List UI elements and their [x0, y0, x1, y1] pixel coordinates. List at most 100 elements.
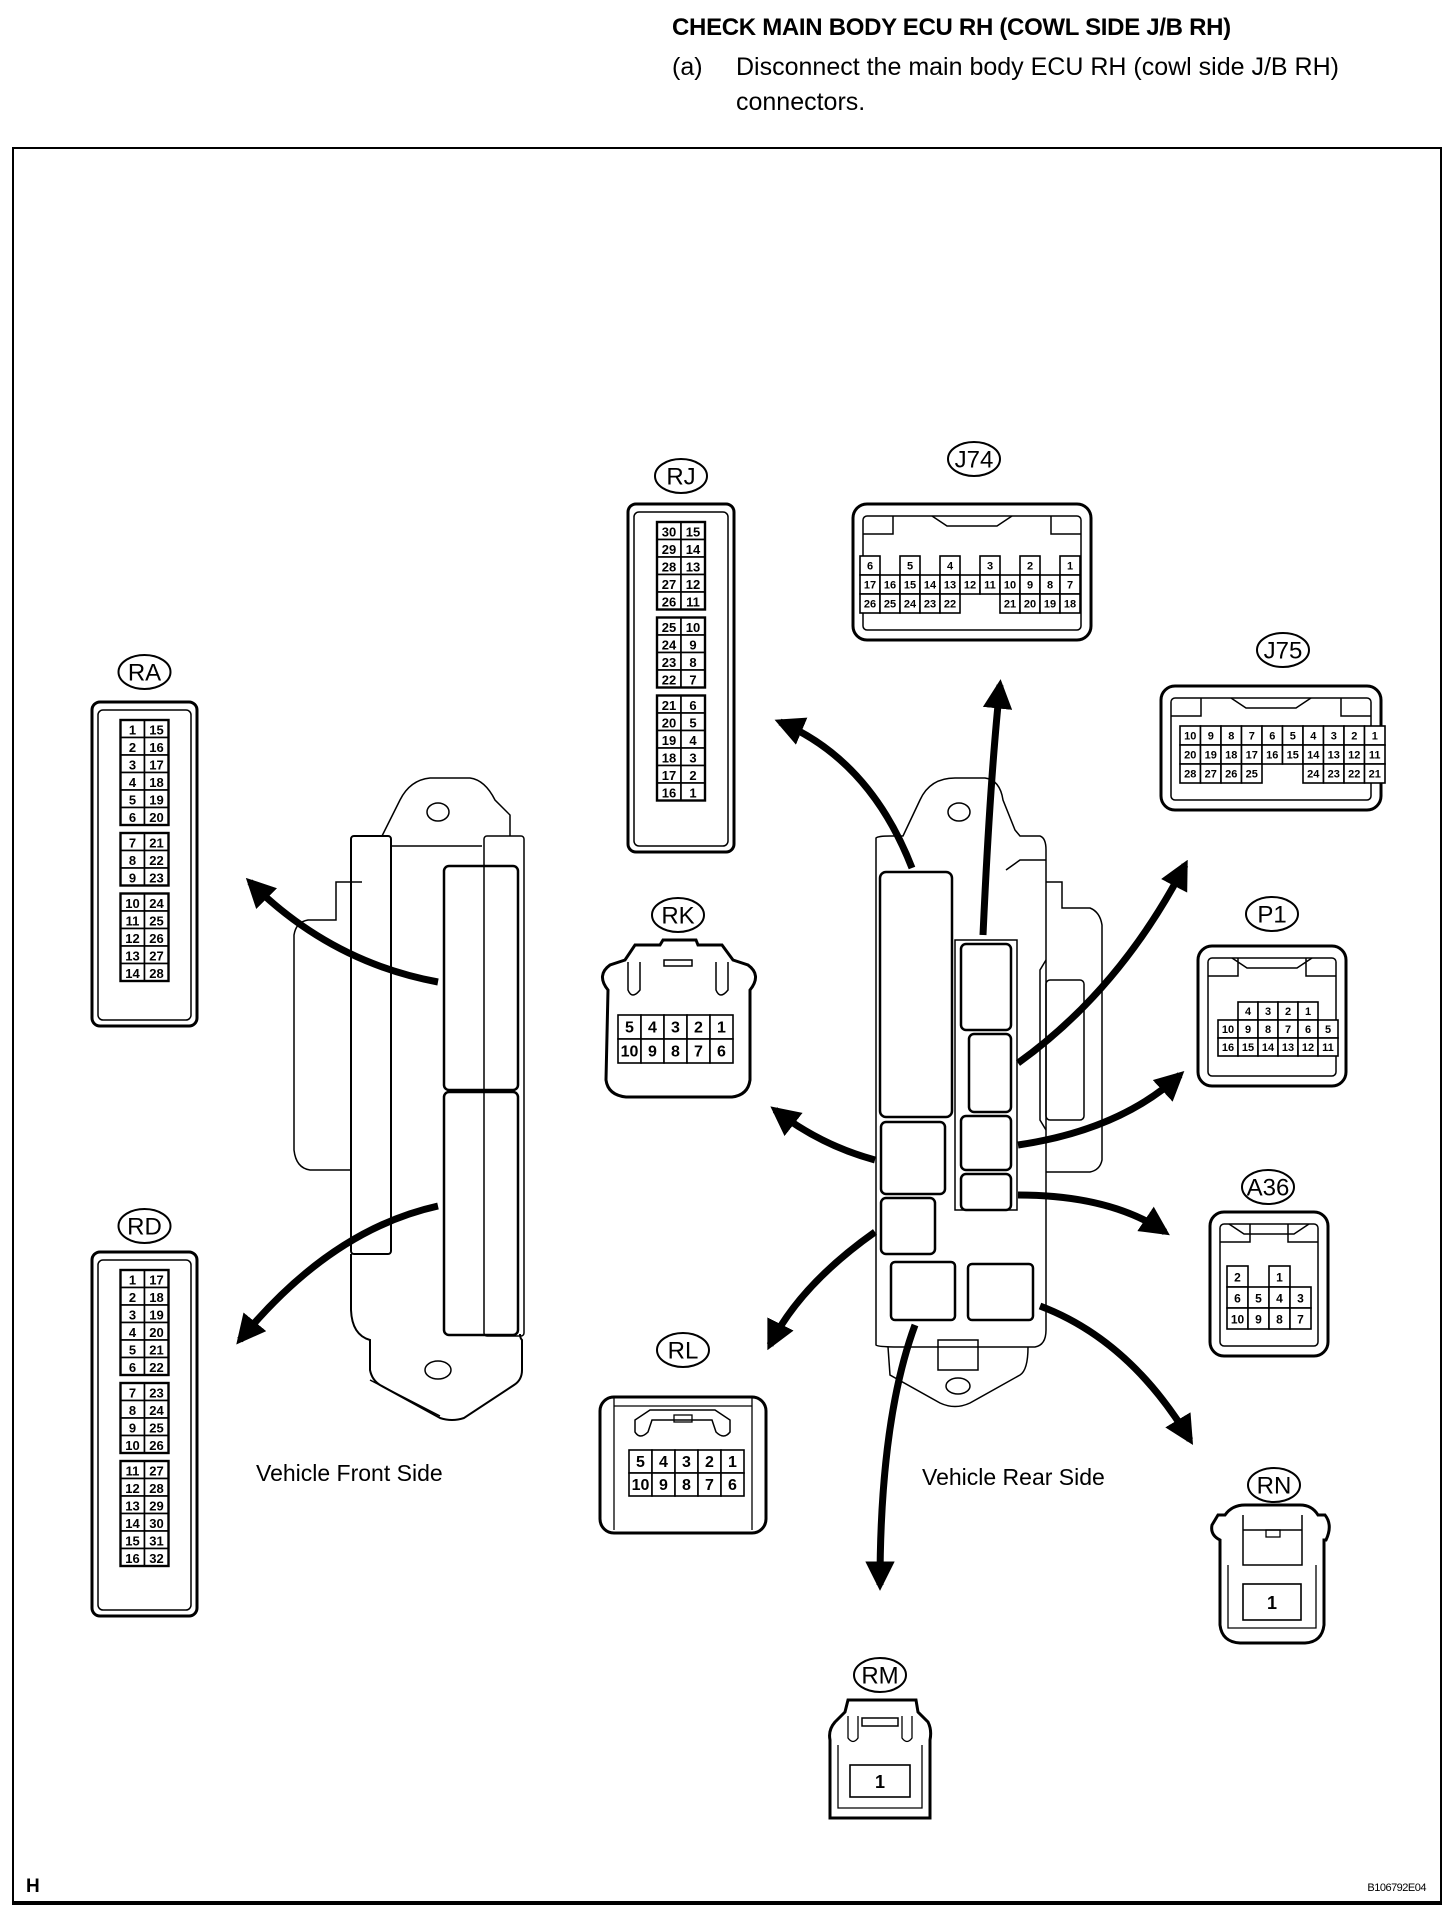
pin-number: 22 — [662, 672, 676, 687]
arrow-to-rk — [770, 1106, 876, 1164]
pin-number: 11 — [126, 1463, 140, 1478]
pin-number: 10 — [1184, 731, 1196, 743]
pin-number: 5 — [129, 1342, 136, 1357]
pin-number: 14 — [1307, 750, 1320, 762]
pin-number: 14 — [125, 966, 140, 981]
connector-badge — [651, 897, 705, 933]
pin-number: 3 — [1297, 1292, 1304, 1306]
pin-cell — [1317, 1037, 1339, 1057]
pin-number: 11 — [126, 913, 140, 928]
pin-number: 7 — [694, 1044, 703, 1061]
pin-number: 1 — [1267, 1593, 1277, 1613]
arrow-to-rj — [774, 717, 916, 870]
pin-number: 14 — [1262, 1042, 1275, 1054]
corner-letter: H — [26, 1876, 40, 1897]
pin-number: 4 — [659, 1454, 668, 1471]
pin-number: 21 — [149, 1342, 163, 1357]
pin-number: 6 — [1305, 1024, 1311, 1036]
pin-number: 5 — [625, 1020, 634, 1037]
arrow-to-rm — [865, 1323, 919, 1591]
pin-number: 22 — [149, 1360, 163, 1375]
pin-number: 2 — [694, 1020, 703, 1037]
pin-number: 10 — [632, 1477, 650, 1494]
connector-id: RM — [861, 1663, 898, 1690]
pin-number: 14 — [686, 542, 701, 557]
ecu-rear-side — [875, 777, 1103, 1408]
pin-number: 25 — [149, 1420, 163, 1435]
pin-number: 6 — [129, 1360, 136, 1375]
arrow-to-rn — [1038, 1302, 1194, 1446]
pin-number: 2 — [1027, 561, 1033, 573]
pin-number: 6 — [728, 1477, 737, 1494]
pin-number: 2 — [129, 1290, 136, 1305]
pin-number: 24 — [149, 896, 164, 911]
pin-number: 13 — [125, 948, 139, 963]
pin-number: 1 — [1067, 561, 1073, 573]
arrow-to-ra — [245, 877, 439, 986]
pin-number: 4 — [1245, 1006, 1252, 1018]
pin-number: 10 — [125, 1438, 139, 1453]
pin-number: 15 — [149, 722, 163, 737]
pin-number: 8 — [671, 1044, 680, 1061]
pin-number: 4 — [1310, 731, 1317, 743]
pin-number: 2 — [705, 1454, 714, 1471]
pin-number: 20 — [1024, 599, 1036, 611]
pin-number: 10 — [686, 620, 700, 635]
pin-number: 1 — [129, 722, 136, 737]
pin-number: 9 — [689, 637, 696, 652]
pin-number: 5 — [1325, 1024, 1331, 1036]
connector-badge — [117, 654, 172, 690]
pin-number: 16 — [662, 785, 676, 800]
pin-cell — [849, 1764, 911, 1798]
pin-number: 2 — [1351, 731, 1357, 743]
pin-number: 15 — [125, 1533, 139, 1548]
pin-number: 27 — [1205, 769, 1217, 781]
pin-number: 1 — [689, 785, 696, 800]
pin-number: 10 — [621, 1044, 639, 1061]
pin-number: 12 — [125, 1481, 139, 1496]
pin-number: 22 — [149, 853, 163, 868]
pin-number: 5 — [907, 561, 913, 573]
rear-side-label: Vehicle Rear Side — [922, 1464, 1105, 1490]
pin-number: 7 — [1249, 731, 1255, 743]
pin-number: 14 — [125, 1516, 140, 1531]
pin-number: 7 — [129, 835, 136, 850]
front-side-label: Vehicle Front Side — [256, 1460, 443, 1486]
pin-number: 4 — [1276, 1292, 1283, 1306]
pin-number: 9 — [648, 1044, 657, 1061]
pin-number: 3 — [1265, 1006, 1271, 1018]
pin-number: 9 — [1255, 1313, 1262, 1327]
pin-number: 9 — [129, 1420, 136, 1435]
pin-number: 11 — [1322, 1042, 1334, 1054]
pin-number: 29 — [662, 542, 676, 557]
pin-number: 21 — [1004, 599, 1016, 611]
pin-number: 15 — [1242, 1042, 1254, 1054]
pin-number: 25 — [884, 599, 896, 611]
connector-badge — [654, 458, 708, 494]
pin-number: 9 — [659, 1477, 668, 1494]
pin-number: 15 — [686, 524, 700, 539]
pin-number: 17 — [662, 768, 676, 783]
pin-number: 18 — [662, 750, 676, 765]
pin-number: 2 — [1234, 1271, 1241, 1285]
arrow-to-rd — [236, 1202, 439, 1345]
pin-number: 24 — [904, 599, 917, 611]
pin-cell — [1240, 763, 1263, 784]
connector-badge — [1245, 896, 1299, 932]
connector-rn[interactable]: RN1 — [1210, 1467, 1331, 1645]
connector-rm[interactable]: RM1 — [828, 1657, 933, 1820]
pin-number: 16 — [125, 1551, 139, 1566]
pin-number: 25 — [1246, 769, 1258, 781]
pin-number: 28 — [149, 1481, 163, 1496]
pin-number: 16 — [1266, 750, 1278, 762]
